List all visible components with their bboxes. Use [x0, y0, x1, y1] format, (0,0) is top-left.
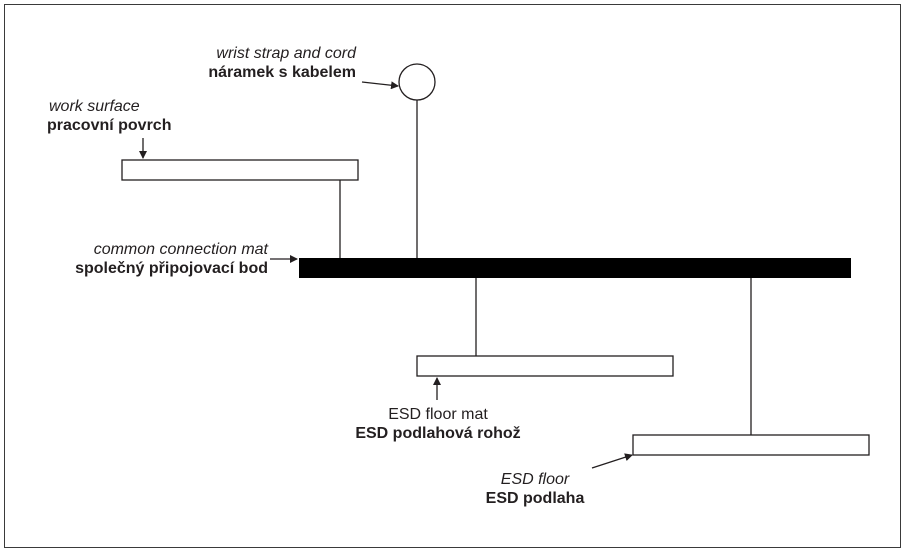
- label-common-point-en: common connection mat: [93, 241, 268, 258]
- label-wrist-strap: wrist strap and cord náramek s kabelem: [208, 44, 356, 82]
- floor-rect: [632, 434, 870, 456]
- arrow-floor: [591, 453, 633, 469]
- diagram-frame: [4, 4, 901, 548]
- work-surface-rect: [121, 159, 359, 181]
- label-work-surface-cz: pracovní povrch: [47, 117, 172, 134]
- label-common-point: common connection mat společný připojova…: [75, 240, 268, 278]
- label-floor-mat-en: ESD floor mat: [388, 406, 488, 423]
- label-wrist-strap-en: wrist strap and cord: [216, 45, 356, 62]
- label-floor-cz: ESD podlaha: [485, 490, 585, 507]
- label-common-point-cz: společný připojovací bod: [75, 260, 268, 277]
- floor-mat-rect: [416, 355, 674, 377]
- label-floor-en: ESD floor: [500, 471, 570, 488]
- wrist-strap-circle: [398, 63, 436, 101]
- label-work-surface: work surface pracovní povrch: [47, 97, 171, 135]
- arrow-wrist-strap: [361, 81, 399, 90]
- common-connection-bar: [299, 258, 851, 278]
- label-work-surface-en: work surface: [49, 98, 140, 115]
- label-floor-mat-cz: ESD podlahová rohož: [355, 425, 521, 442]
- label-floor: ESD floor ESD podlaha: [455, 470, 615, 508]
- label-floor-mat: ESD floor mat ESD podlahová rohož: [333, 405, 543, 443]
- label-wrist-strap-cz: náramek s kabelem: [208, 64, 356, 81]
